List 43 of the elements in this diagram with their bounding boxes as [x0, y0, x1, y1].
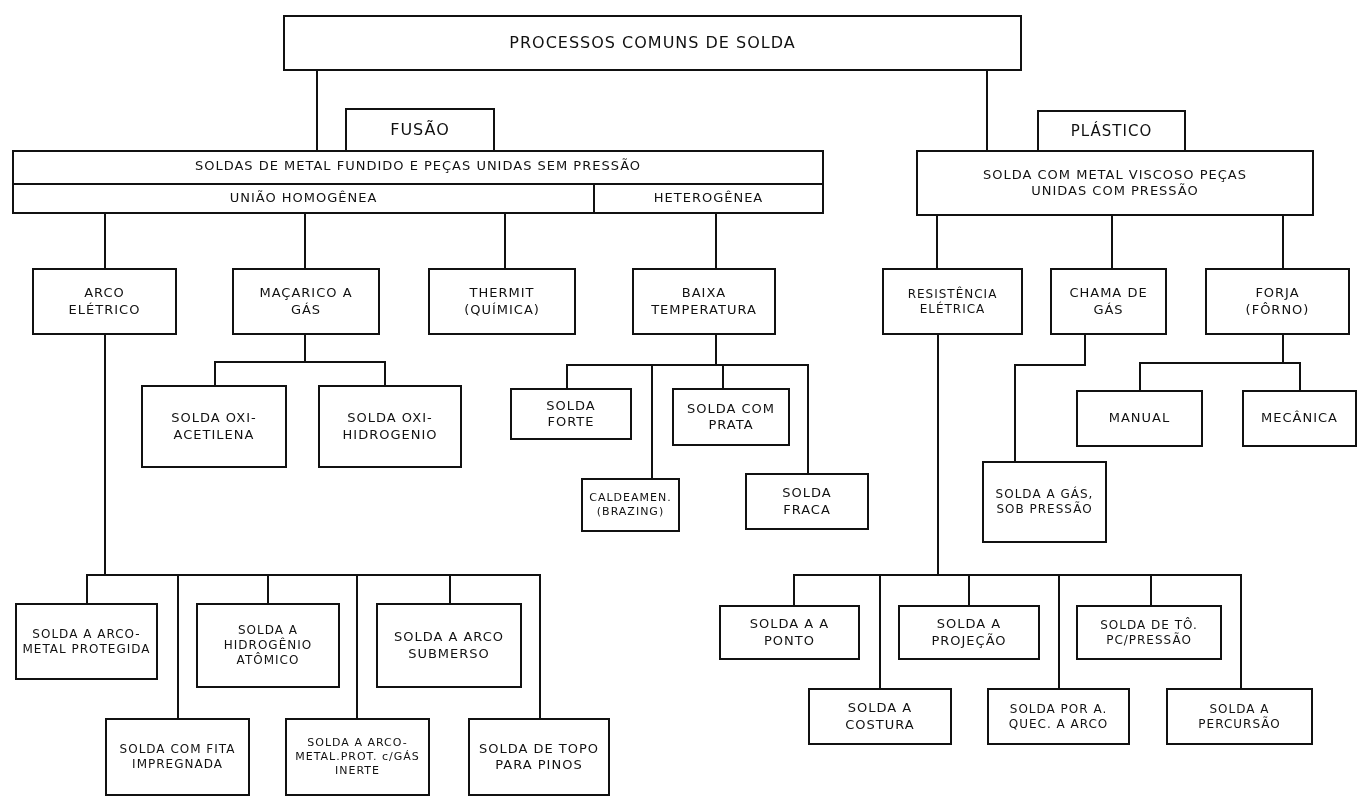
process-box: SOLDA FRACA	[745, 473, 869, 530]
connector-line	[1014, 334, 1086, 462]
process-box: SOLDA A A PONTO	[719, 605, 860, 660]
process-box: FORJA (FÔRNO)	[1205, 268, 1350, 335]
process-box: BAIXA TEMPERATURA	[632, 268, 776, 335]
process-box: ARCO ELÉTRICO	[32, 268, 177, 335]
process-box: FUSÃO	[345, 108, 495, 152]
process-box: SOLDA FORTE	[510, 388, 632, 440]
process-box: SOLDA COM METAL VISCOSO PEÇAS UNIDAS COM PRESSÃO	[916, 150, 1314, 216]
category-cell: UNIÃO HOMOGÊNEA	[14, 183, 595, 212]
connector-line	[1282, 215, 1284, 269]
process-box: CALDEAMEN. (BRAZING)	[581, 478, 680, 532]
process-box: SOLDA A GÁS, SOB PRESSÃO	[982, 461, 1107, 543]
process-box: CHAMA DE GÁS	[1050, 268, 1167, 335]
process-box: SOLDA A PROJEÇÃO	[898, 605, 1040, 660]
process-box: RESISTÊNCIA ELÉTRICA	[882, 268, 1023, 335]
process-box: SOLDA DE TOPO PARA PINOS	[468, 718, 610, 796]
process-box: SOLDA OXI-ACETILENA	[141, 385, 287, 468]
process-box: SOLDAS DE METAL FUNDIDO E PEÇAS UNIDAS SEM PRESSÃO UNIÃO HOMOGÊNEA HETEROGÊNEA	[12, 150, 824, 214]
connector-line	[316, 70, 318, 151]
process-box: SOLDA A ARCO-METAL.PROT. c/GÁS INERTE	[285, 718, 430, 796]
process-box: SOLDA COM FITA IMPREGNADA	[105, 718, 250, 796]
connector-line	[715, 334, 809, 474]
connector-line	[1111, 215, 1113, 269]
process-box: MAÇARICO A GÁS	[232, 268, 380, 335]
connector-line	[986, 70, 988, 151]
process-box: SOLDA A HIDROGÊNIO ATÔMICO	[196, 603, 340, 688]
process-box: SOLDA POR A. QUEC. A ARCO	[987, 688, 1130, 745]
connector-line	[936, 215, 938, 269]
process-box: PLÁSTICO	[1037, 110, 1186, 152]
process-box: MANUAL	[1076, 390, 1203, 447]
process-box: MECÂNICA	[1242, 390, 1357, 447]
process-box: SOLDA A COSTURA	[808, 688, 952, 745]
process-box: THERMIT (QUÍMICA)	[428, 268, 576, 335]
process-box: SOLDA DE TÔ. PC/PRESSÃO	[1076, 605, 1222, 660]
process-box: SOLDA OXI-HIDROGENIO	[318, 385, 462, 468]
process-box: SOLDA A PERCURSÃO	[1166, 688, 1313, 745]
process-box: SOLDA A ARCO SUBMERSO	[376, 603, 522, 688]
connector-line	[1282, 334, 1301, 391]
connector-line	[304, 334, 386, 386]
process-box: SOLDA COM PRATA	[672, 388, 790, 446]
process-box: PROCESSOS COMUNS DE SOLDA	[283, 15, 1022, 71]
process-box: SOLDA A ARCO-METAL PROTEGIDA	[15, 603, 158, 680]
